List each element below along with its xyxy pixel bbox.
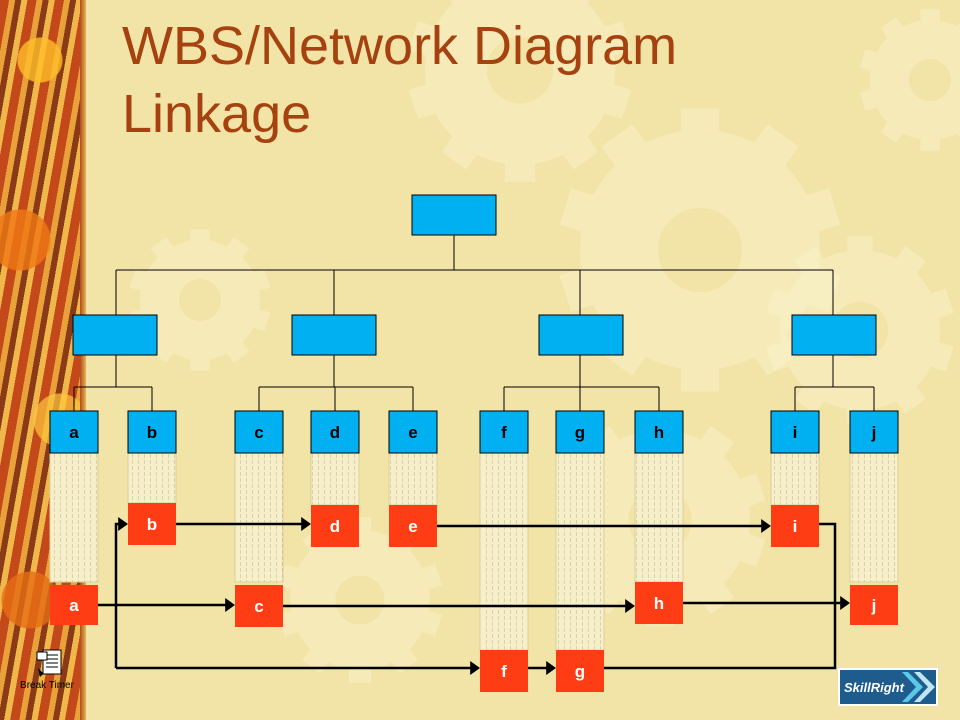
work-package-column: [388, 452, 438, 506]
wbs-work-package-label: c: [254, 423, 263, 442]
decorative-strip-edge: [80, 0, 86, 720]
work-package-column: [310, 452, 360, 506]
wbs-work-package-box: [234, 410, 284, 454]
network-activity-box: [389, 505, 437, 547]
arrowhead: [625, 599, 635, 613]
skillright-logo: SkillRight: [838, 668, 938, 706]
work-package-column: [634, 452, 684, 583]
work-package-column: [49, 452, 99, 583]
network-activity-boxes: b d e i a c h j f g: [50, 503, 898, 692]
work-package-column: [234, 452, 284, 583]
network-activity-label: a: [69, 596, 79, 615]
network-activity-label: i: [793, 517, 798, 536]
gear-icon: [277, 517, 443, 683]
wbs-boxes: a b c d e f g h i j: [49, 194, 899, 454]
network-activity-label: f: [501, 662, 507, 681]
wbs-work-package-box: [849, 410, 899, 454]
wbs-connector-lines: [73, 235, 875, 411]
arrowhead: [118, 517, 128, 531]
gear-icon: [559, 108, 841, 392]
wbs-group-box: [791, 314, 877, 356]
slide-title-line-2: Linkage: [122, 84, 312, 144]
break-timer-shortcut[interactable]: Break Timer: [14, 644, 80, 694]
work-package-column: [555, 452, 605, 651]
arrowhead: [225, 598, 235, 612]
network-activity-label: g: [575, 662, 585, 681]
network-activity-label: d: [330, 517, 340, 536]
wbs-group-box: [538, 314, 624, 356]
network-activity-box: [850, 585, 898, 625]
wbs-work-package-label: i: [793, 423, 798, 442]
network-activity-label: e: [408, 517, 417, 536]
wbs-work-package-label: e: [408, 423, 417, 442]
wbs-group-box: [72, 314, 158, 356]
network-activity-box: [771, 505, 819, 547]
arrowhead: [301, 517, 311, 531]
work-package-column: [849, 452, 899, 583]
wbs-work-package-label: d: [330, 423, 340, 442]
wbs-work-package-box: [388, 410, 438, 454]
arrowhead: [840, 596, 850, 610]
wbs-work-package-label: a: [69, 423, 79, 442]
arrowhead: [546, 661, 556, 675]
work-package-column: [479, 452, 529, 651]
slide-title: WBS/Network Diagram Linkage: [122, 12, 677, 148]
document-icon: [36, 649, 62, 677]
work-package-column: [127, 452, 177, 504]
network-arrows: [98, 517, 850, 675]
break-timer-label: Break Timer: [20, 680, 74, 691]
wbs-work-package-box: [49, 410, 99, 454]
network-activity-box: [480, 650, 528, 692]
wbs-work-package-box: [310, 410, 360, 454]
network-activity-box: [556, 650, 604, 692]
wbs-work-package-box: [634, 410, 684, 454]
wbs-group-box: [291, 314, 377, 356]
arrow-i-j: [819, 522, 837, 605]
arrow-g-j: [604, 605, 837, 670]
network-activity-box: [128, 503, 176, 545]
network-activity-label: c: [254, 597, 263, 616]
work-package-column: [770, 452, 820, 506]
wbs-work-package-box: [479, 410, 529, 454]
wbs-work-package-label: b: [147, 423, 157, 442]
gear-icon: [408, 0, 632, 183]
network-activity-box: [50, 585, 98, 625]
slide-title-line-1: WBS/Network Diagram: [122, 16, 678, 76]
network-activity-label: b: [147, 515, 157, 534]
wbs-work-package-box: [770, 410, 820, 454]
arrowhead: [470, 661, 480, 675]
wbs-work-package-label: j: [871, 423, 877, 442]
arrowhead: [761, 519, 771, 533]
svg-text:SkillRight: SkillRight: [844, 680, 905, 695]
wbs-work-package-label: f: [501, 423, 507, 442]
arrow-a-b: [114, 522, 126, 668]
wbs-work-package-label: g: [575, 423, 585, 442]
work-package-columns: [49, 452, 899, 651]
wbs-work-package-label: h: [654, 423, 664, 442]
network-activity-box: [635, 582, 683, 624]
wbs-work-package-box: [127, 410, 177, 454]
gear-icon: [859, 9, 960, 151]
network-activity-box: [311, 505, 359, 547]
wbs-root-box: [411, 194, 497, 236]
wbs-work-package-box: [555, 410, 605, 454]
network-activity-label: j: [871, 596, 877, 615]
network-activity-label: h: [654, 594, 664, 613]
network-activity-box: [235, 585, 283, 627]
